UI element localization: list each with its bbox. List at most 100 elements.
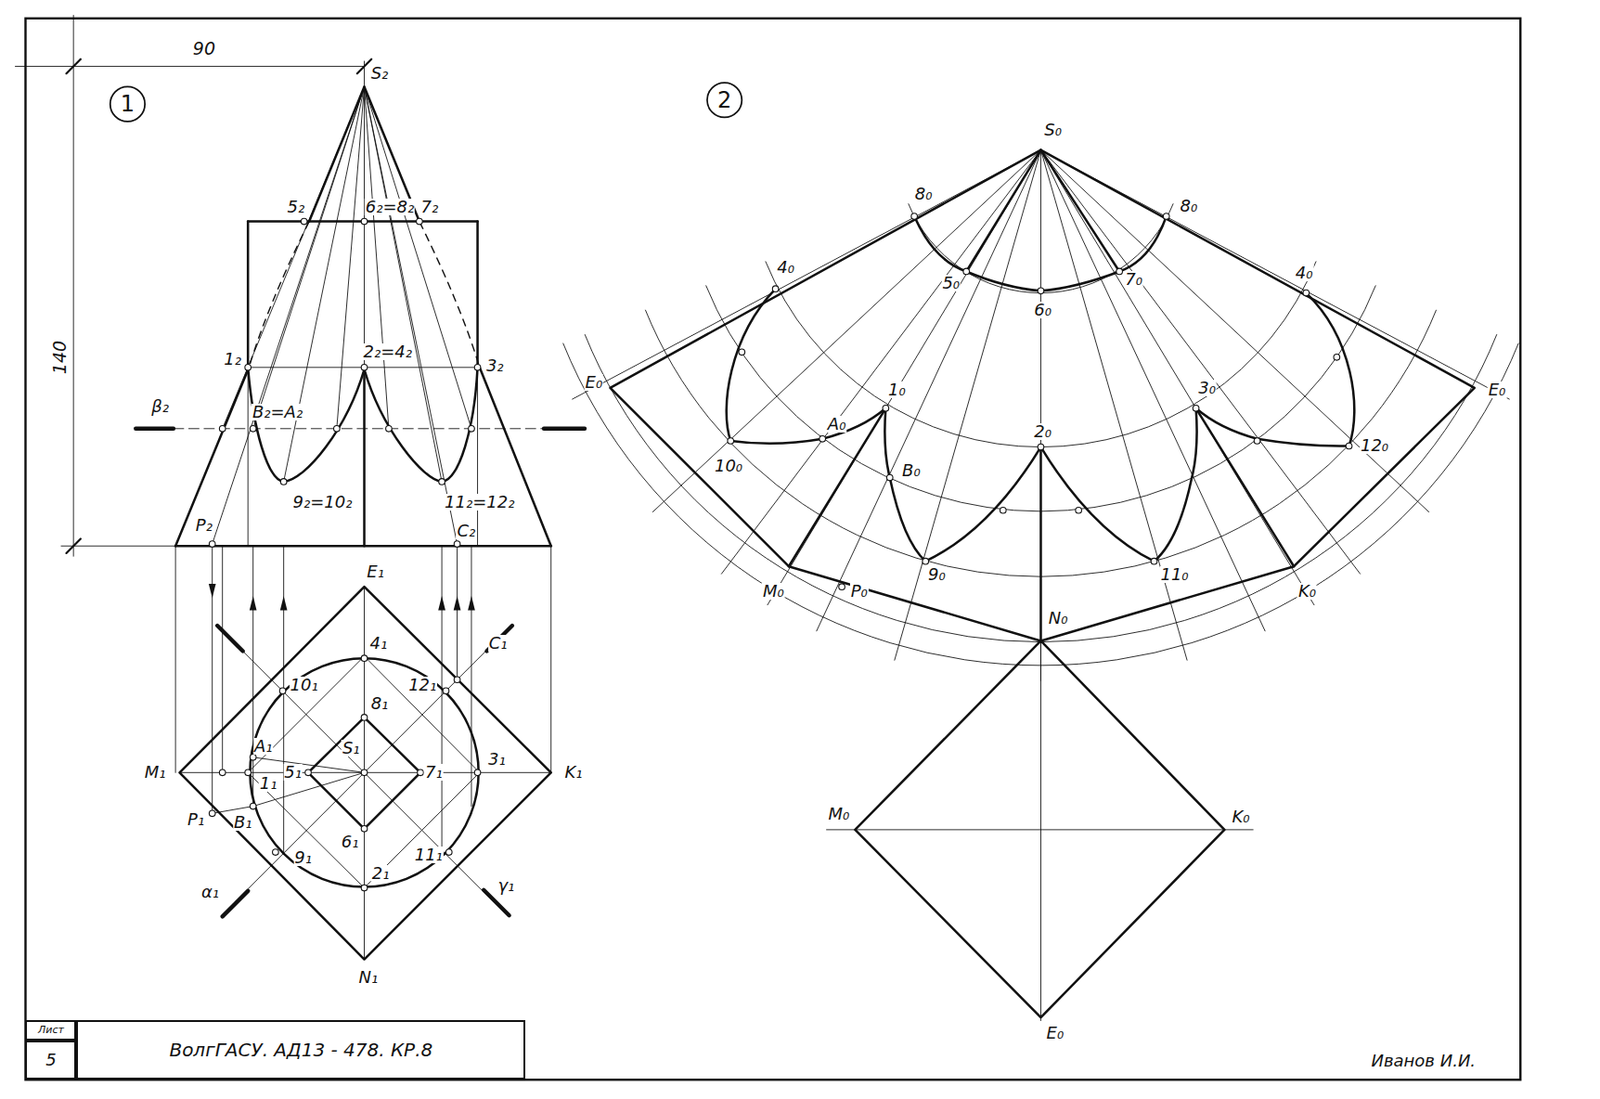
construction-point — [386, 425, 393, 432]
title-block-text: ВолгГАСУ. АД13 - 478. КР.8 — [168, 1039, 433, 1060]
extension-line — [61, 545, 176, 547]
construction-point — [453, 676, 461, 684]
construction-arc — [908, 203, 1174, 293]
construction-point — [838, 583, 846, 591]
drawing-line — [1040, 150, 1120, 272]
construction-point — [279, 687, 286, 695]
construction-point — [474, 364, 481, 372]
point-label: 6₁ — [340, 833, 361, 851]
projection-line — [175, 545, 177, 773]
cutting-plane — [173, 427, 544, 429]
construction-point — [882, 404, 890, 412]
point-label: 7₁ — [424, 763, 444, 781]
construction-point — [963, 268, 970, 275]
drawing-line — [1039, 447, 1043, 642]
point-label: A₀ — [826, 415, 848, 433]
point-label: 4₀ — [1294, 264, 1315, 282]
drawing-line — [826, 828, 1254, 830]
construction-point — [361, 364, 368, 372]
construction-arc — [584, 334, 1497, 642]
hidden-curve — [419, 221, 480, 368]
point-label: S₁ — [341, 739, 362, 757]
plane-mark — [486, 625, 512, 651]
construction-point — [727, 438, 735, 445]
base-square — [854, 640, 1225, 1018]
drawing-line — [476, 221, 479, 368]
generatrix-line — [336, 86, 365, 428]
point-label: 9₂=10₂ — [292, 493, 354, 511]
construction-point — [219, 769, 226, 776]
view-number-circle — [707, 82, 742, 117]
construction-point — [1253, 438, 1261, 445]
construction-point — [738, 348, 746, 356]
construction-point — [272, 849, 280, 856]
generatrix-line — [364, 86, 458, 544]
construction-point — [922, 557, 930, 565]
author-name: Иванов И.И. — [1369, 1052, 1477, 1070]
construction-arc — [563, 343, 1520, 666]
point-label: 2₁ — [371, 864, 391, 882]
projection-line — [283, 545, 284, 852]
point-label: C₁ — [488, 634, 509, 652]
construction-point — [1116, 268, 1123, 275]
direction-arrow — [208, 583, 217, 598]
drawing-line — [966, 150, 1041, 272]
point-label: K₀ — [1297, 582, 1317, 600]
point-label: B₁ — [232, 813, 254, 831]
construction-point — [361, 769, 368, 776]
cutting-plane-mark — [135, 426, 174, 431]
construction-point — [1333, 354, 1341, 362]
title-block-text: 5 — [45, 1050, 56, 1070]
construction-point — [249, 754, 257, 762]
direction-arrow — [249, 595, 258, 610]
sheet-caption-cell: Лист — [25, 1019, 77, 1041]
drawing-line — [477, 367, 478, 546]
point-label: A₁ — [253, 737, 274, 755]
point-label: 2₀ — [1032, 423, 1053, 440]
point-label: 11₀ — [1159, 566, 1189, 583]
drawing-line — [1196, 408, 1295, 567]
construction-point — [911, 213, 918, 220]
dimension-tick — [65, 539, 80, 554]
point-label: 1₁ — [258, 774, 279, 792]
point-label: 11₂=12₂ — [443, 493, 516, 511]
point-label: M₀ — [826, 805, 851, 823]
point-label: 8₀ — [1179, 197, 1200, 215]
drawing-line — [363, 86, 365, 370]
point-label: β₂ — [150, 398, 170, 415]
point-label: S₂ — [370, 64, 390, 82]
construction-point — [453, 541, 461, 548]
base-square — [180, 586, 552, 959]
generatrix-line — [283, 86, 365, 482]
drawing-line — [247, 367, 249, 546]
generatrix-line — [212, 86, 365, 544]
drawing-line — [246, 221, 250, 368]
point-label: K₁ — [563, 763, 583, 781]
point-label: 6₂=8₂ — [364, 198, 415, 216]
direction-arrow — [280, 595, 288, 610]
drawing-line — [253, 772, 365, 806]
drawing-group — [14, 14, 1521, 1080]
construction-point — [474, 769, 481, 776]
point-label: 7₀ — [1123, 270, 1144, 288]
point-label: γ₁ — [496, 877, 516, 894]
construction-point — [1037, 287, 1045, 295]
point-label: 7₂ — [420, 198, 440, 216]
drawing-line — [1040, 640, 1042, 1020]
point-label: 10₁ — [289, 676, 320, 694]
construction-point — [416, 218, 424, 225]
title-block-text: Лист — [38, 1024, 65, 1036]
construction-point — [1000, 506, 1007, 514]
drawing-line — [788, 408, 886, 567]
point-label: 3₂ — [485, 357, 505, 375]
drawing-line — [212, 806, 254, 814]
construction-point — [1150, 557, 1158, 565]
construction-point — [1345, 442, 1353, 450]
construction-point — [245, 769, 252, 776]
construction-point — [1192, 404, 1200, 412]
plane-trace — [232, 640, 494, 902]
plane-mark — [217, 625, 243, 651]
construction-point — [1037, 443, 1045, 451]
construction-point — [438, 478, 446, 486]
point-label: 9₁ — [293, 849, 313, 866]
